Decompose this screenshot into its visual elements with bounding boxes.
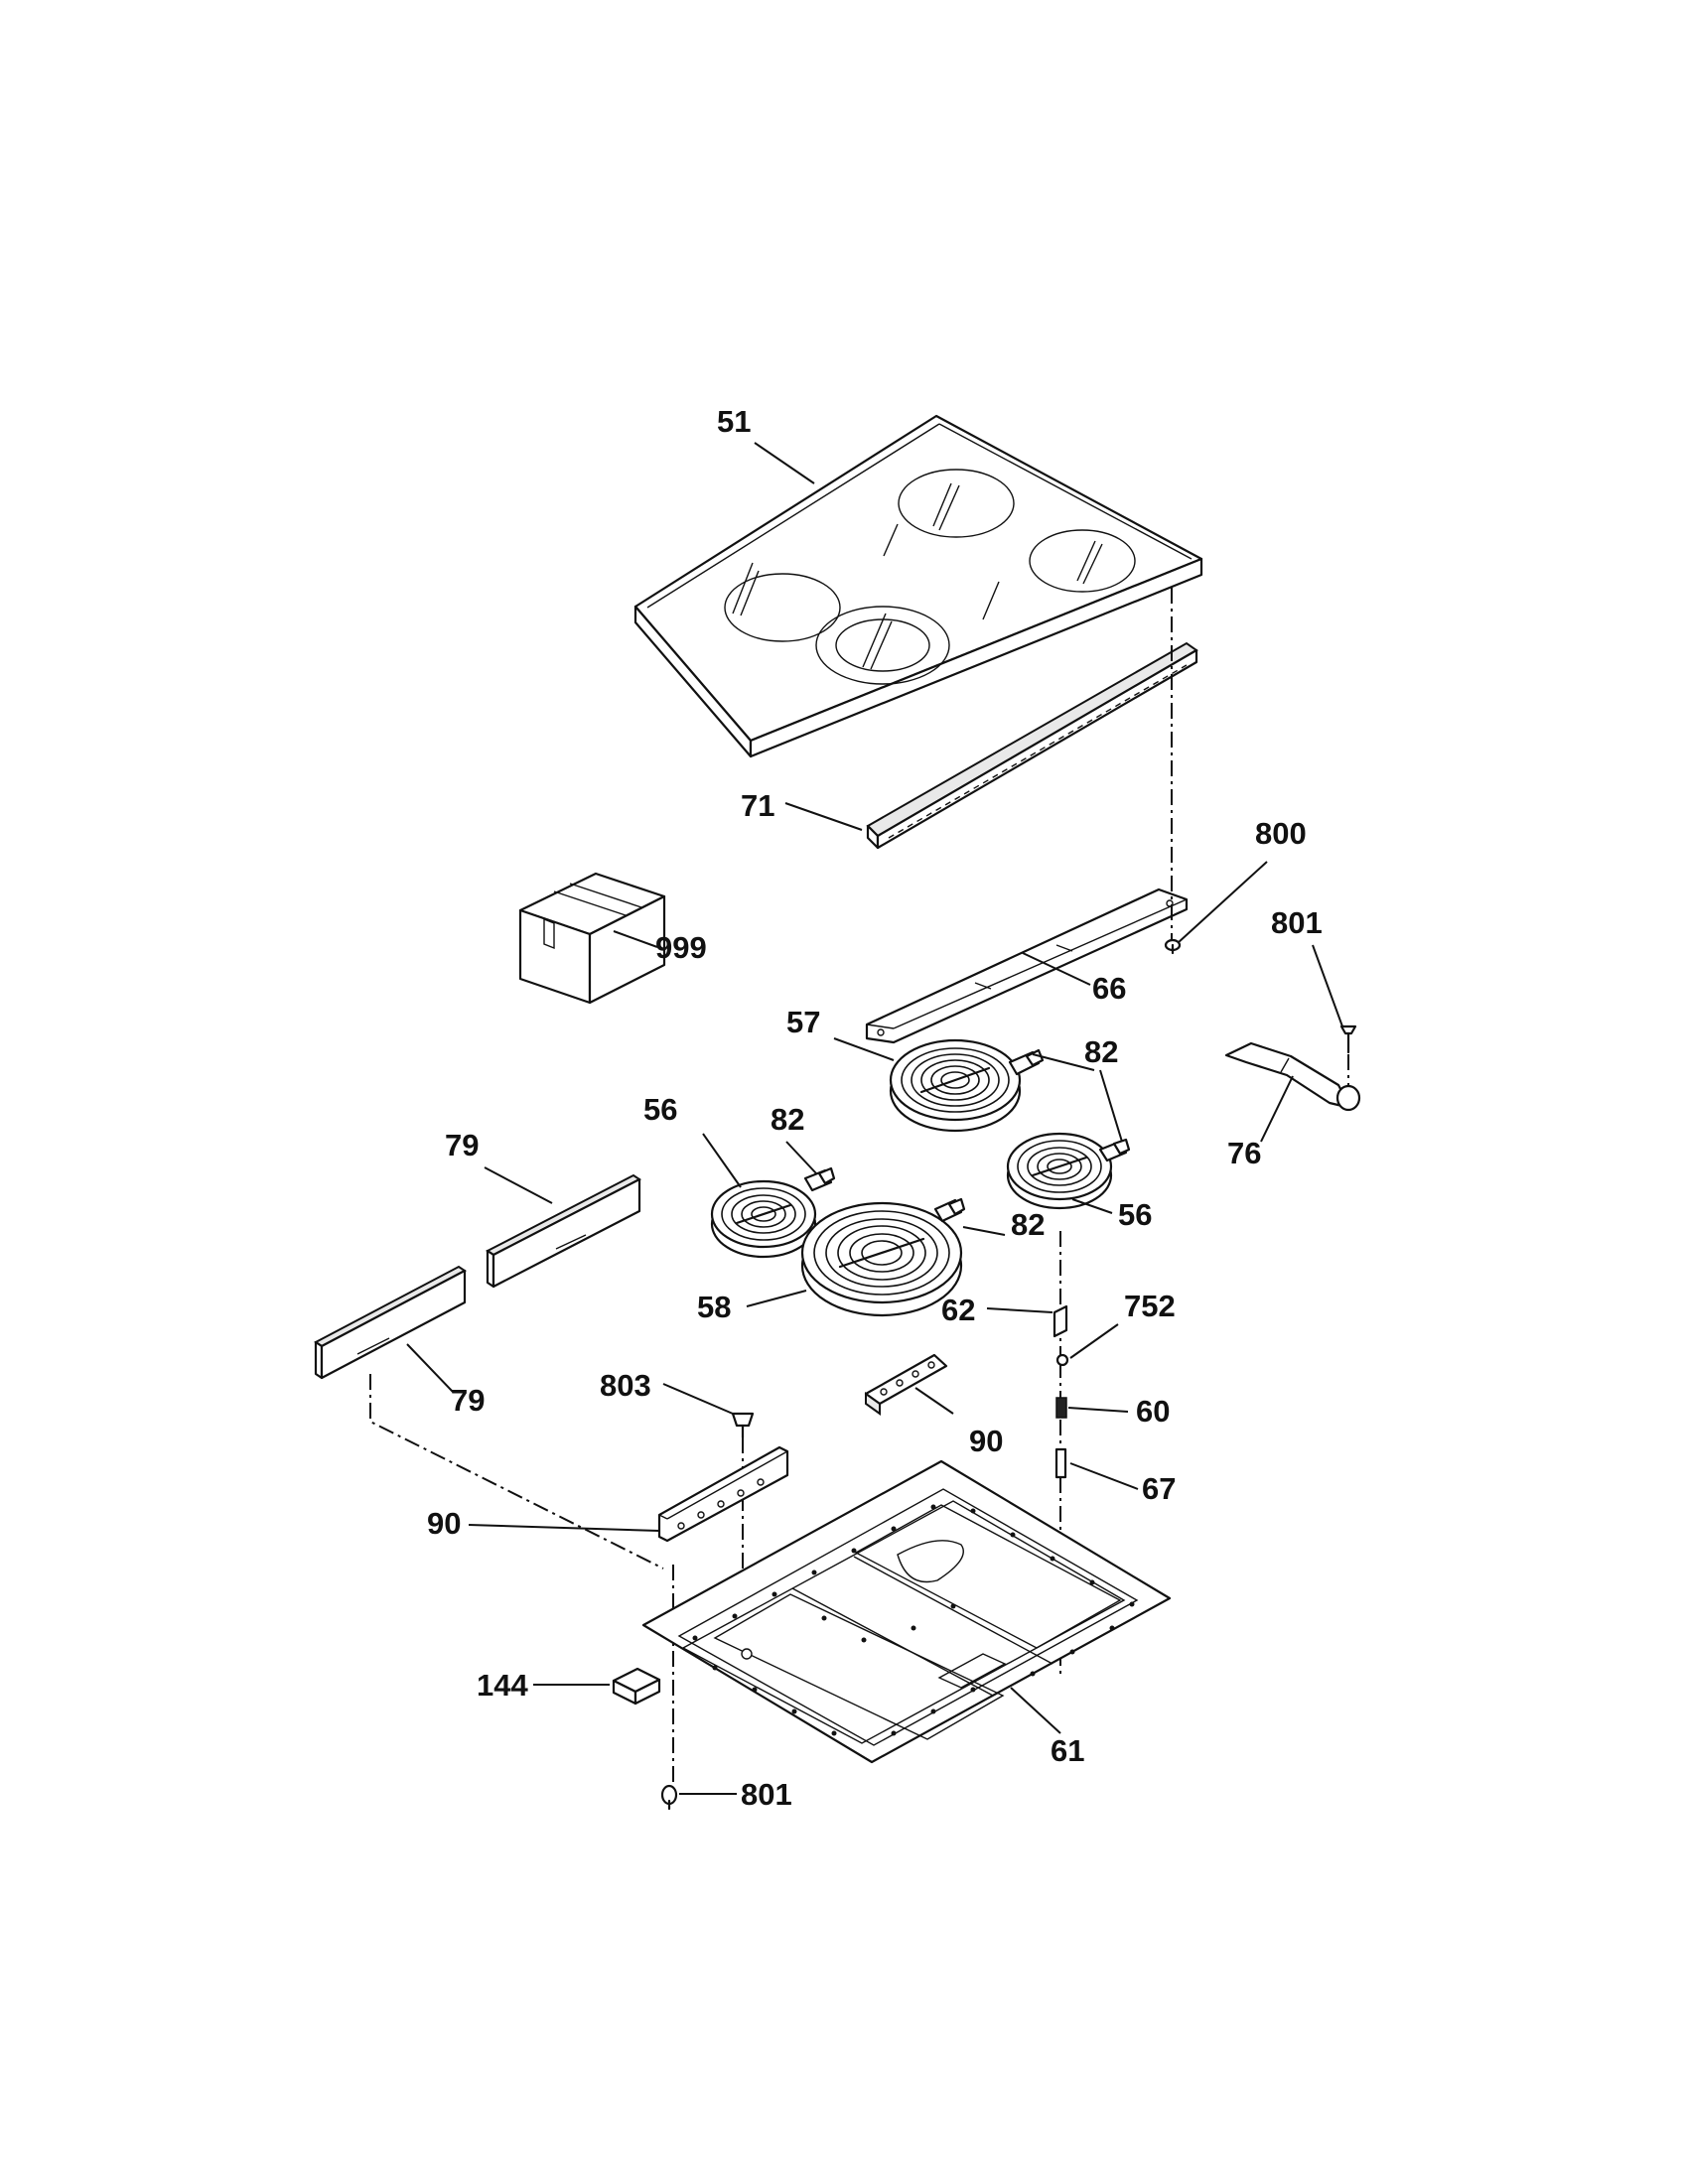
bracket-part-90-lower xyxy=(657,1445,789,1543)
heating-element-part-56-right xyxy=(1006,1132,1131,1210)
heating-element-part-57 xyxy=(889,1038,1045,1133)
trim-strip-part-79-lower xyxy=(314,1265,467,1380)
support-bracket-part-66 xyxy=(865,887,1189,1044)
callout-51: 51 xyxy=(717,404,751,439)
callout-90-lower: 90 xyxy=(427,1506,461,1541)
callout-76: 76 xyxy=(1227,1136,1261,1170)
callout-803: 803 xyxy=(600,1368,651,1403)
trim-rail-part-71 xyxy=(866,641,1198,850)
screw-part-800 xyxy=(1164,938,1182,955)
callout-66: 66 xyxy=(1092,971,1126,1006)
callout-144: 144 xyxy=(477,1668,528,1703)
callout-801-upper: 801 xyxy=(1271,905,1323,940)
probe-part-67 xyxy=(1054,1447,1067,1479)
spacer-part-60 xyxy=(1055,1397,1067,1419)
bracket-part-90-upper xyxy=(864,1353,948,1416)
callout-800: 800 xyxy=(1255,816,1307,851)
bracket-part-62 xyxy=(1052,1304,1068,1338)
callout-752: 752 xyxy=(1124,1289,1176,1323)
callout-62: 62 xyxy=(941,1293,975,1327)
callout-999: 999 xyxy=(655,930,707,965)
callout-67: 67 xyxy=(1142,1471,1176,1506)
carton-part-999 xyxy=(518,872,666,1005)
callout-82-upper: 82 xyxy=(1084,1034,1118,1069)
callout-labels: 51 71 999 800 801 66 57 82 76 56 82 56 7… xyxy=(427,404,1323,1812)
conduit-part-76 xyxy=(1224,1041,1361,1112)
bracket-part-144 xyxy=(612,1667,661,1706)
heating-element-part-58 xyxy=(800,1197,966,1317)
heating-element-part-56-left xyxy=(710,1166,836,1259)
callout-79-lower: 79 xyxy=(451,1383,485,1418)
callout-90-upper: 90 xyxy=(969,1424,1003,1458)
callout-801-lower: 801 xyxy=(741,1777,792,1812)
callout-56-left: 56 xyxy=(643,1092,677,1127)
glass-cooktop-part-51 xyxy=(633,414,1203,758)
screw-part-752 xyxy=(1055,1353,1069,1367)
callout-71: 71 xyxy=(741,788,774,823)
callout-82-lower: 82 xyxy=(1011,1207,1045,1242)
callout-56-right: 56 xyxy=(1118,1197,1152,1232)
callout-57: 57 xyxy=(786,1005,820,1039)
trim-strip-part-79-upper xyxy=(486,1173,641,1289)
callout-61: 61 xyxy=(1051,1733,1084,1768)
screw-part-803 xyxy=(731,1412,755,1439)
leader-lines xyxy=(406,442,1343,1795)
screw-part-801-lower xyxy=(660,1784,678,1811)
callout-60: 60 xyxy=(1136,1394,1170,1429)
callout-58: 58 xyxy=(697,1290,731,1324)
callout-79-upper: 79 xyxy=(445,1128,479,1162)
callout-82-left: 82 xyxy=(771,1102,804,1137)
base-pan-part-61 xyxy=(641,1459,1172,1764)
screw-part-801-upper xyxy=(1339,1024,1357,1054)
